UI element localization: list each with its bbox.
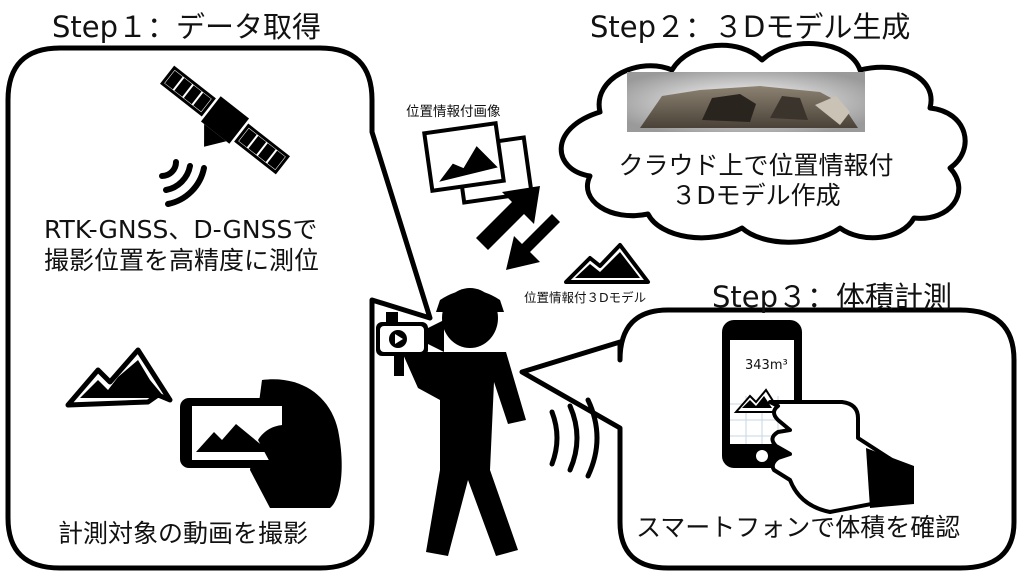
gnss-text-line1: RTK-GNSS、D-GNSSで <box>44 215 318 244</box>
photo-icon <box>422 121 534 205</box>
signal-icon <box>159 159 207 207</box>
video-camera-icon <box>376 312 444 376</box>
arrow-up-icon <box>476 186 540 250</box>
thumb-icon <box>258 425 308 467</box>
step3-caption: スマートフォンで体積を確認 <box>636 513 961 542</box>
geotagged-image-label: 位置情報付画像 <box>406 104 501 120</box>
mountain-icon <box>65 347 173 408</box>
volume-readout: 343m³ <box>745 358 788 373</box>
geotagged-model-label: 位置情報付３Dモデル <box>524 290 647 305</box>
satellite-icon <box>160 65 290 175</box>
sound-wave-icon <box>549 397 600 479</box>
cloud-text-line1: クラウド上で位置情報付 <box>618 151 894 180</box>
gnss-text-line2: 撮影位置を高精度に測位 <box>44 246 320 275</box>
step2-title: Step２：３Dモデル生成 <box>590 10 911 44</box>
step1-title: Step１：データ取得 <box>52 10 322 44</box>
person-icon <box>402 288 526 556</box>
cloud-text-line2: ３Dモデル作成 <box>671 181 841 210</box>
3d-model-render <box>627 72 865 132</box>
hand-icon <box>768 400 914 514</box>
arrow-down-icon <box>506 214 560 270</box>
mountain-icon <box>564 243 650 284</box>
step3-title: Step３：体積計測 <box>712 280 953 314</box>
video-caption: 計測対象の動画を撮影 <box>58 519 309 548</box>
